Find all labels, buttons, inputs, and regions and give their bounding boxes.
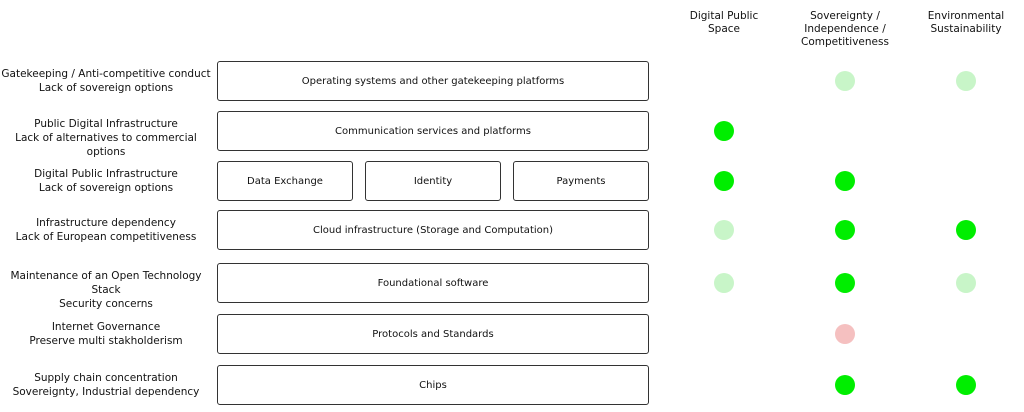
impact-dot-strong [714,171,734,191]
impact-dot-strong [714,121,734,141]
layer-box: Operating systems and other gatekeeping … [217,61,649,101]
impact-dot-strong [835,171,855,191]
impact-dot-strong [956,220,976,240]
row-label-line: Security concerns [59,298,153,310]
layer-box: Cloud infrastructure (Storage and Comput… [217,210,649,250]
row-label-line: Lack of alternatives to commercial optio… [15,132,197,158]
row-label-line: Gatekeeping / Anti-competitive conduct [1,68,211,80]
row-label-line: Maintenance of an Open Technology Stack [10,270,202,296]
row-label-line: Lack of sovereign options [38,82,174,94]
layer-box: Chips [217,365,649,405]
row-label-line: Digital Public Infrastructure [34,168,178,180]
impact-dot-weak [835,71,855,91]
column-header-line: Sovereignty / [810,10,880,22]
impact-dot-weak [956,273,976,293]
impact-dot-weak [956,71,976,91]
impact-dot-strong [835,375,855,395]
layer-box: Foundational software [217,263,649,303]
layer-box: Communication services and platforms [217,111,649,151]
row-label-line: Lack of European competitiveness [15,231,197,243]
layer-box: Payments [513,161,649,201]
layer-box: Data Exchange [217,161,353,201]
row-label-line: Public Digital Infrastructure [34,118,178,130]
impact-dot-negative [835,324,855,344]
impact-dot-strong [956,375,976,395]
impact-dot-weak [714,273,734,293]
impact-dot-strong [835,273,855,293]
column-header-line: Competitiveness [801,36,889,48]
layer-box: Protocols and Standards [217,314,649,354]
column-header-line: Independence / [804,23,886,35]
row-label-line: Sovereignty, Industrial dependency [12,386,200,398]
impact-dot-strong [835,220,855,240]
row-label-line: Supply chain concentration [34,372,178,384]
row-label-line: Internet Governance [51,321,161,333]
column-header-line: Digital Public [689,10,759,22]
row-label-line: Lack of sovereign options [38,182,174,194]
column-header-line: Space [708,23,740,35]
row-label-line: Preserve multi stakholderism [29,335,183,347]
column-header-line: Sustainability [930,23,1002,35]
impact-dot-weak [714,220,734,240]
column-header-line: Environmental [927,10,1005,22]
row-label-line: Infrastructure dependency [36,217,176,229]
layer-box: Identity [365,161,501,201]
column-header: Sovereignty /Independence /Competitivene… [785,10,905,49]
